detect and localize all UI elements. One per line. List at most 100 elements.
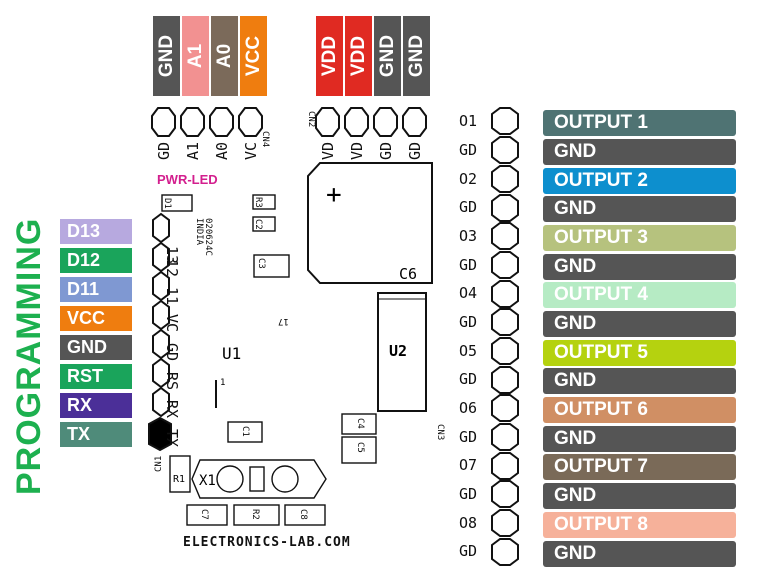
c5-ref: C5 xyxy=(355,442,365,453)
cn3-pin-14 xyxy=(491,480,519,508)
x1-ref: X1 xyxy=(199,473,216,489)
cn3-ref: CN3 xyxy=(435,424,445,441)
c8-outline xyxy=(284,504,326,526)
output-label-8: OUTPUT 8 xyxy=(543,512,736,538)
r1-ref: R1 xyxy=(173,474,186,485)
cn1-pin-11 xyxy=(152,270,170,302)
gnd-label-2: GND xyxy=(543,196,736,222)
cn3-pin-12 xyxy=(491,423,519,451)
cn1-label-rx: RX xyxy=(163,400,181,419)
c7-outline xyxy=(186,504,228,526)
cn3-pin-10 xyxy=(491,366,519,394)
cn2-label-gd-1: GD xyxy=(377,141,395,160)
cn3-pin-8 xyxy=(491,308,519,336)
cn3-pin-15 xyxy=(491,509,519,537)
cn4-label-a1: A1 xyxy=(184,141,202,160)
cn4-pin-4 xyxy=(238,107,263,137)
u1-ref: U1 xyxy=(222,344,242,363)
c2-ref: C2 xyxy=(253,219,263,230)
gnd-label-1: GND xyxy=(543,139,736,165)
top-label-vdd-2: VDD xyxy=(345,16,372,96)
u2-outline xyxy=(377,292,427,412)
u2-ref: U2 xyxy=(389,342,408,360)
cn1-pin-gd xyxy=(152,328,170,360)
prog-label-tx: TX xyxy=(60,422,132,447)
brand-text: ELECTRONICS-LAB.COM xyxy=(183,535,351,550)
c1-outline xyxy=(227,421,263,443)
output-label-7: OUTPUT 7 xyxy=(543,454,736,480)
top-label-a0: A0 xyxy=(211,16,238,96)
cn3-label-o5: O5 xyxy=(459,342,478,360)
output-label-6: OUTPUT 6 xyxy=(543,397,736,423)
cn2-pin-2 xyxy=(344,107,369,137)
programming-title: PROGRAMMING xyxy=(10,217,48,495)
cn2-pin-4 xyxy=(402,107,427,137)
c3-ref: C3 xyxy=(256,258,266,269)
cn1-ref: CN1 xyxy=(154,455,164,472)
cn4-pin-3 xyxy=(209,107,234,137)
gnd-label-4: GND xyxy=(543,311,736,337)
pwr-led-label: PWR-LED xyxy=(157,172,218,187)
cn2-label-vd-2: VD xyxy=(348,141,366,160)
r1-outline xyxy=(169,455,191,493)
c6-ref: C6 xyxy=(399,265,418,283)
cn3-label-gd-8: GD xyxy=(459,542,478,560)
d1-outline xyxy=(161,194,193,212)
c2-outline xyxy=(252,216,276,232)
cn1-pin-rs xyxy=(152,357,170,389)
cn4-pin-2 xyxy=(180,107,205,137)
top-label-a1: A1 xyxy=(182,16,209,96)
cn4-pin-1 xyxy=(151,107,176,137)
top-label-gnd-2: GND xyxy=(374,16,401,96)
cn3-label-o1: O1 xyxy=(459,112,478,130)
cn1-label-rs: RS xyxy=(163,372,181,391)
cn3-label-o3: O3 xyxy=(459,227,478,245)
cn3-pin-7 xyxy=(491,280,519,308)
cn3-label-o2: O2 xyxy=(459,170,478,188)
output-label-1: OUTPUT 1 xyxy=(543,110,736,136)
cn3-pin-5 xyxy=(491,222,519,250)
cn4-ref: CN4 xyxy=(260,131,270,148)
top-label-gnd: GND xyxy=(153,16,180,96)
cn1-label-tx: TX xyxy=(163,429,181,448)
top-label-vcc: VCC xyxy=(240,16,267,96)
cn2-pin-3 xyxy=(373,107,398,137)
gnd-label-3: GND xyxy=(543,254,736,280)
prog-label-d12: D12 xyxy=(60,248,132,273)
cn1-pin-13 xyxy=(152,212,170,244)
cn3-label-gd-7: GD xyxy=(459,485,478,503)
c4-ref: C4 xyxy=(355,418,365,429)
cn3-label-o8: O8 xyxy=(459,514,478,532)
cn1-label-11: 11 xyxy=(163,287,181,306)
cn2-ref: CN2 xyxy=(306,111,316,128)
c8-ref: C8 xyxy=(298,509,308,520)
c4-outline xyxy=(341,413,377,435)
u1-pin17: 17 xyxy=(278,316,289,326)
cn3-label-gd-4: GD xyxy=(459,313,478,331)
c1-ref: C1 xyxy=(240,426,250,437)
cn1-label-vc: VC xyxy=(163,314,181,333)
prog-label-gnd: GND xyxy=(60,335,132,360)
x1-outline xyxy=(191,459,327,499)
top-label-gnd-3: GND xyxy=(403,16,430,96)
cn2-label-vd-1: VD xyxy=(319,141,337,160)
output-label-3: OUTPUT 3 xyxy=(543,225,736,251)
cn4-label-gd: GD xyxy=(155,141,173,160)
cn2-label-gd-2: GD xyxy=(406,141,424,160)
gnd-label-8: GND xyxy=(543,541,736,567)
cn1-label-12: 12 xyxy=(163,259,181,278)
prog-label-vcc: VCC xyxy=(60,306,132,331)
cn3-label-gd-6: GD xyxy=(459,428,478,446)
cn3-label-gd-1: GD xyxy=(459,141,478,159)
cn3-label-gd-2: GD xyxy=(459,198,478,216)
c7-ref: C7 xyxy=(199,509,209,520)
cn3-pin-13 xyxy=(491,452,519,480)
prog-label-d11: D11 xyxy=(60,277,132,302)
c6-outline xyxy=(307,162,433,284)
r3-ref: R3 xyxy=(253,197,263,208)
prog-label-rst: RST xyxy=(60,364,132,389)
cn3-label-gd-3: GD xyxy=(459,256,478,274)
cn3-pin-11 xyxy=(491,394,519,422)
